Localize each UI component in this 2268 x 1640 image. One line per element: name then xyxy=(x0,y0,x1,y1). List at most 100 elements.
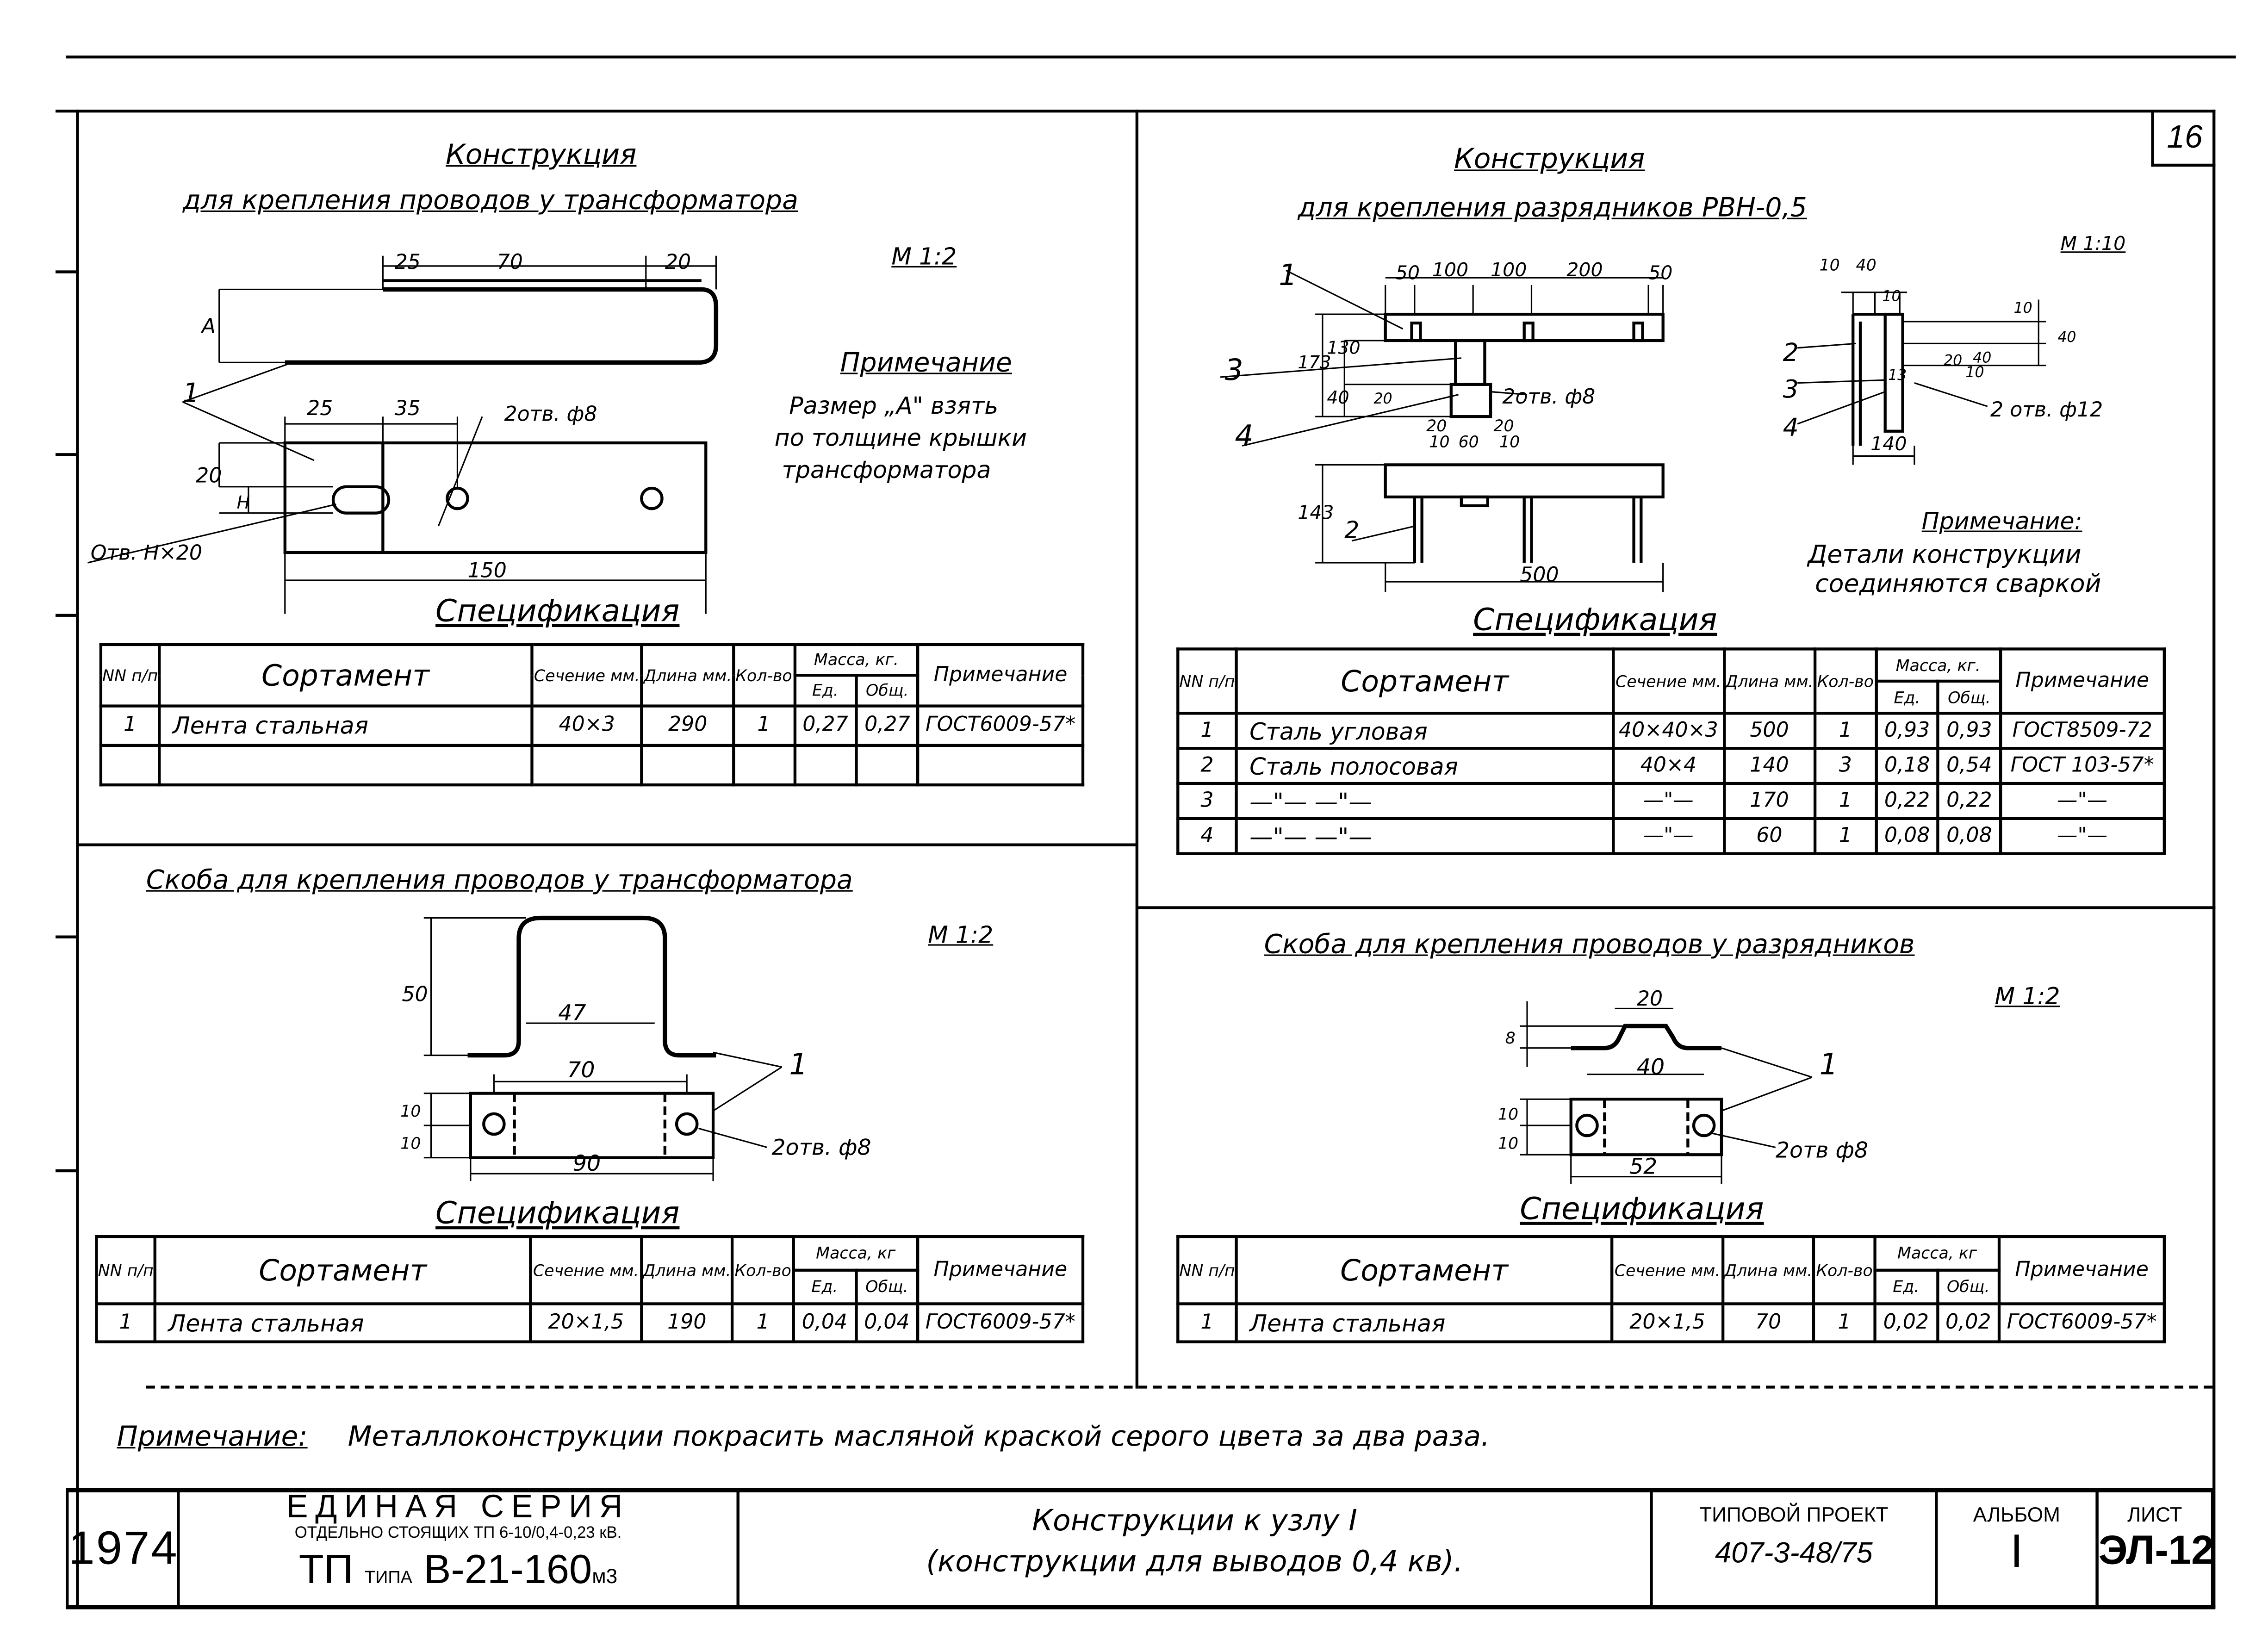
dim-label: 10 xyxy=(400,1102,421,1121)
drawing-transformer-clamp xyxy=(423,915,783,1181)
dim-label: 10 xyxy=(1965,364,1984,381)
cell-section: 40×40×3 xyxy=(1611,712,1726,750)
dim-label: А xyxy=(200,315,216,338)
section-title: Скоба для крепления проводов у трансформ… xyxy=(146,865,853,896)
drawing-wire-bracket xyxy=(87,255,719,614)
dim-label: 20 xyxy=(1493,417,1514,435)
cell-mass-total: 0,02 xyxy=(1935,1302,2001,1343)
cell-mass-total: 0,22 xyxy=(1937,782,2002,820)
drawing-title-cell: Конструкции к узлу I (конструкции для вы… xyxy=(736,1488,1653,1608)
col-header-remark: Примечание xyxy=(1998,1235,2166,1305)
dim-label: 40 xyxy=(1973,349,1991,366)
spec-title: Спецификация xyxy=(435,1195,680,1231)
cell-qty: 1 xyxy=(1813,712,1878,750)
cell-length: 500 xyxy=(1722,712,1816,750)
cell-num: 2 xyxy=(1176,747,1238,785)
series-sub: ОТДЕЛЬНО СТОЯЩИХ ТП 6-10/0,4-0,23 кВ. xyxy=(294,1524,622,1542)
col-header-mass-unit: Ед. xyxy=(793,674,858,708)
cell-qty xyxy=(732,744,796,787)
part-callout: 1 xyxy=(1279,258,1297,292)
holes-callout: 2 отв. ф12 xyxy=(1990,398,2103,422)
cell-mass-total: 0,04 xyxy=(854,1302,920,1343)
col-header-num: NN п/п xyxy=(95,1235,157,1305)
drawing-arrester-clamp xyxy=(1520,1001,1813,1184)
dim-label: 10 xyxy=(1498,1105,1518,1124)
dim-label: 50 xyxy=(402,983,428,1006)
cell-length: 70 xyxy=(1721,1302,1815,1343)
col-header-mass-unit: Ед. xyxy=(1874,679,1940,715)
drawing-subtitle: (конструкции для выводов 0,4 кв). xyxy=(926,1543,1463,1579)
cell-remark: ГОСТ 103-57* xyxy=(1999,747,2166,785)
cell-item: —"— —"— xyxy=(1235,782,1615,820)
col-header-section: Сечение мм. xyxy=(1610,1235,1724,1305)
dim-label: 140 xyxy=(1870,433,1907,455)
tp-type: В-21-160 xyxy=(423,1546,592,1592)
col-header-mass: Масса, кг xyxy=(1873,1235,2001,1272)
dim-label: 20 xyxy=(1637,987,1663,1011)
dim-label: 20 xyxy=(1944,353,1962,369)
cell-num: 1 xyxy=(95,1302,157,1343)
dim-label: 90 xyxy=(573,1151,601,1176)
project-number: 407-3-48/75 xyxy=(1715,1537,1873,1570)
cell-remark: —"— xyxy=(1999,782,2166,820)
col-header-length: Длина мм. xyxy=(1721,1235,1815,1305)
series-cell: ЕДИНАЯ СЕРИЯ ОТДЕЛЬНО СТОЯЩИХ ТП 6-10/0,… xyxy=(177,1488,739,1608)
general-note-label: Примечание: xyxy=(117,1421,308,1453)
cell-item xyxy=(158,744,533,787)
tp-type-word: ТИПА xyxy=(364,1567,412,1588)
cell-item: Сталь полосовая xyxy=(1235,747,1615,785)
part-callout: 4 xyxy=(1783,412,1799,441)
part-callout: 3 xyxy=(1224,353,1243,387)
part-callout: 2 xyxy=(1783,338,1799,367)
header-row: Ед.Общ. xyxy=(1178,1268,2164,1305)
cell-mass-unit: 0,27 xyxy=(793,704,858,747)
cell-length: 60 xyxy=(1722,817,1816,855)
dim-label: 60 xyxy=(1459,433,1479,452)
dim-label: 40 xyxy=(2057,329,2076,346)
cell-qty: 1 xyxy=(1812,1302,1877,1343)
edge-tick xyxy=(56,453,76,456)
col-header-length: Длина мм. xyxy=(640,643,735,708)
part-callout: 1 xyxy=(183,378,199,409)
sheet-label: ЛИСТ xyxy=(2127,1503,2182,1526)
title-block-top xyxy=(66,1488,2214,1492)
cell-mass-unit: 0,04 xyxy=(792,1302,857,1343)
cell-length xyxy=(640,744,735,787)
top-trim-line xyxy=(66,56,2236,59)
scale-label: М 1:2 xyxy=(1995,982,2060,1010)
cell-length: 170 xyxy=(1722,782,1816,820)
col-header-mass-unit: Ед. xyxy=(792,1268,857,1305)
dim-label: 40 xyxy=(1856,256,1877,274)
spec-title: Спецификация xyxy=(1520,1191,1764,1227)
dim-label: 35 xyxy=(395,397,421,420)
dim-label: 25 xyxy=(307,397,333,420)
col-header-mass-unit: Ед. xyxy=(1873,1268,1939,1305)
dim-label: 70 xyxy=(497,250,523,274)
cell-qty: 1 xyxy=(731,1302,795,1343)
sheet-code: ЭЛ-12 xyxy=(2098,1527,2214,1573)
cell-remark: ГОСТ6009-57* xyxy=(916,1302,1085,1343)
holes-callout: 2отв. ф8 xyxy=(771,1135,871,1160)
cell-remark: ГОСТ6009-57* xyxy=(1998,1302,2166,1343)
col-header-section: Сечение мм. xyxy=(1611,647,1726,715)
col-header-num: NN п/п xyxy=(99,643,161,708)
album-label: АЛЬБОМ xyxy=(1973,1503,2060,1526)
header-row: Ед.Общ. xyxy=(1178,679,2164,715)
section-title: Конструкция xyxy=(1454,143,1645,176)
cell-mass-total: 0,54 xyxy=(1937,747,2002,785)
edge-tick xyxy=(56,1169,76,1173)
dim-label: 10 xyxy=(1820,256,1840,274)
divider-left xyxy=(76,843,1137,846)
col-header-item: Сортамент xyxy=(1235,647,1615,715)
